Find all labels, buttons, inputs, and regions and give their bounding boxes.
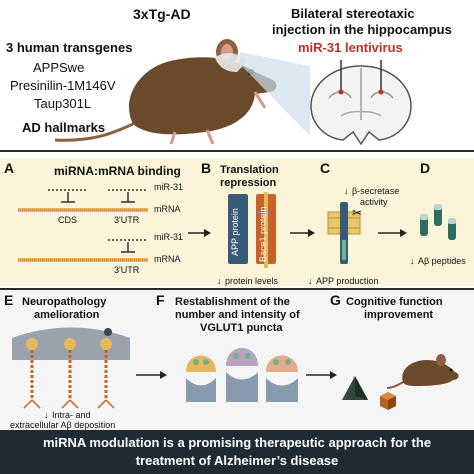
mrna-label-1: mRNA [154,204,181,214]
hallmarks-label: AD hallmarks [22,120,106,135]
panel-c-caption-1: β-secretase [352,186,400,196]
transgenes-title: 3 human transgenes [6,40,133,55]
projection-cone [240,52,310,136]
transgene-1: APPSwe [33,60,85,75]
synapse-icon [186,348,298,402]
divider-top [0,150,474,152]
mirna-label-2: miR-31 [154,232,184,242]
protein-bars [228,192,276,268]
utr-label-2: 3'UTR [114,265,140,275]
membrane-app-icon [327,202,361,264]
utr-label-1: 3'UTR [114,215,140,225]
panel-b-title-1: Translation [220,164,279,176]
scissors-icon: ✂ [352,206,363,220]
arrow-down-icon-c2: ↓ [308,276,313,286]
conclusion-line-2: treatment of Alzheimer’s disease [135,453,339,468]
panel-c-letter: C [320,160,331,176]
divider-middle [0,288,474,290]
arrow-right-icon-4 [136,371,167,379]
cds-label: CDS [58,215,78,225]
neuron-icon [12,327,130,409]
mirna-label-1: miR-31 [154,182,184,192]
panel-a-title: miRNA:mRNA binding [54,164,181,178]
panel-g-title-2: improvement [364,309,434,321]
brain-section [310,60,412,146]
panel-e-caption-1: Intra- and [52,410,91,420]
panel-a-letter: A [4,160,15,176]
panel-f-letter: F [156,292,165,308]
abeta-peptides-icon [420,204,456,240]
arrow-right-icon-3 [378,229,407,237]
panel-e-letter: E [4,292,14,308]
app-protein-label: APP protein [230,208,240,256]
pyramid-icon [342,376,368,400]
injection-line-2: injection in the hippocampus [272,22,452,37]
bace1-protein-label: Bace1 protein [258,206,268,262]
panel-g-title-1: Cognitive function [346,296,443,308]
conclusion-banner [0,430,474,474]
mouse-model-label: 3xTg-AD [133,6,191,22]
transgene-3: Taup301L [34,96,92,111]
arrow-down-icon-e: ↓ [44,410,49,420]
panel-c-caption-3: APP production [316,276,379,286]
panel-c-caption-2: activity [360,197,388,207]
panel-b-letter: B [201,160,212,176]
vector-label: miR-31 lentivirus [298,40,403,55]
panel-f-title-2: number and intensity of [175,309,300,321]
arrow-right-icon [188,229,211,237]
arrow-right-icon-5 [306,371,337,379]
injection-line-1: Bilateral stereotaxic [291,6,415,21]
panel-d-letter: D [420,160,431,176]
panel-e-caption-2: extracellular Aβ deposition [10,420,116,430]
transgene-2: Presinilin-1M146V [10,78,116,93]
conclusion-line-1: miRNA modulation is a promising therapeu… [42,435,432,450]
arrow-down-icon-d: ↓ [410,256,415,266]
panel-e-title-2: amelioration [34,309,100,321]
mouse-icon-small [386,354,459,389]
panel-d-caption: Aβ peptides [418,256,466,266]
mrna-label-2: mRNA [154,254,181,264]
cube-icon [380,392,396,410]
panel-b-caption: protein levels [225,276,279,286]
panel-f-title-1: Restablishment of the [175,296,290,308]
panel-f-title-3: VGLUT1 puncta [200,322,283,334]
panel-b-title-2: repression [220,177,277,189]
mrna-binding-diagram [18,189,148,262]
arrow-right-icon-2 [290,229,315,237]
arrow-down-icon-c: ↓ [344,186,349,196]
panel-e-title-1: Neuropathology [22,296,107,308]
panel-g-letter: G [330,292,341,308]
arrow-down-icon: ↓ [217,276,222,286]
mouse-illustration [54,39,277,145]
